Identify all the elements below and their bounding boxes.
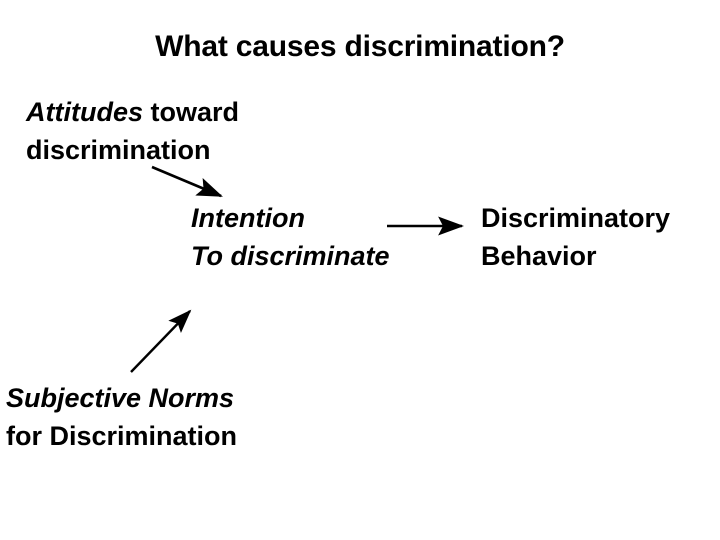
- node-intention-line-2: To discriminate: [191, 241, 390, 271]
- node-attitudes-toward-discrimination: Attitudes toward discrimination: [26, 93, 239, 169]
- node-behavior-line-1: Discriminatory: [481, 203, 671, 233]
- node-intention-line-1: Intention: [191, 203, 305, 233]
- node-norms-line-2: for Discrimination: [6, 421, 238, 451]
- arrow-attitudes-to-intention: [151, 165, 223, 198]
- node-attitudes-line-1-rest: toward: [143, 97, 240, 127]
- node-attitudes-line-2: discrimination: [26, 135, 211, 165]
- node-behavior-line-2: Behavior: [481, 241, 597, 271]
- node-attitudes-emphasis: Attitudes: [26, 97, 143, 127]
- page-title: What causes discrimination?: [155, 30, 565, 63]
- node-discriminatory-behavior: Discriminatory Behavior: [481, 199, 670, 275]
- node-subjective-norms-for-discrimination: Subjective Norms for Discrimination: [6, 379, 237, 455]
- node-intention-to-discriminate: Intention To discriminate: [191, 199, 390, 275]
- node-attitudes-line-1: Attitudes toward: [26, 93, 239, 131]
- arrow-norms-to-intention: [130, 309, 192, 373]
- node-norms-line-1: Subjective Norms: [6, 383, 235, 413]
